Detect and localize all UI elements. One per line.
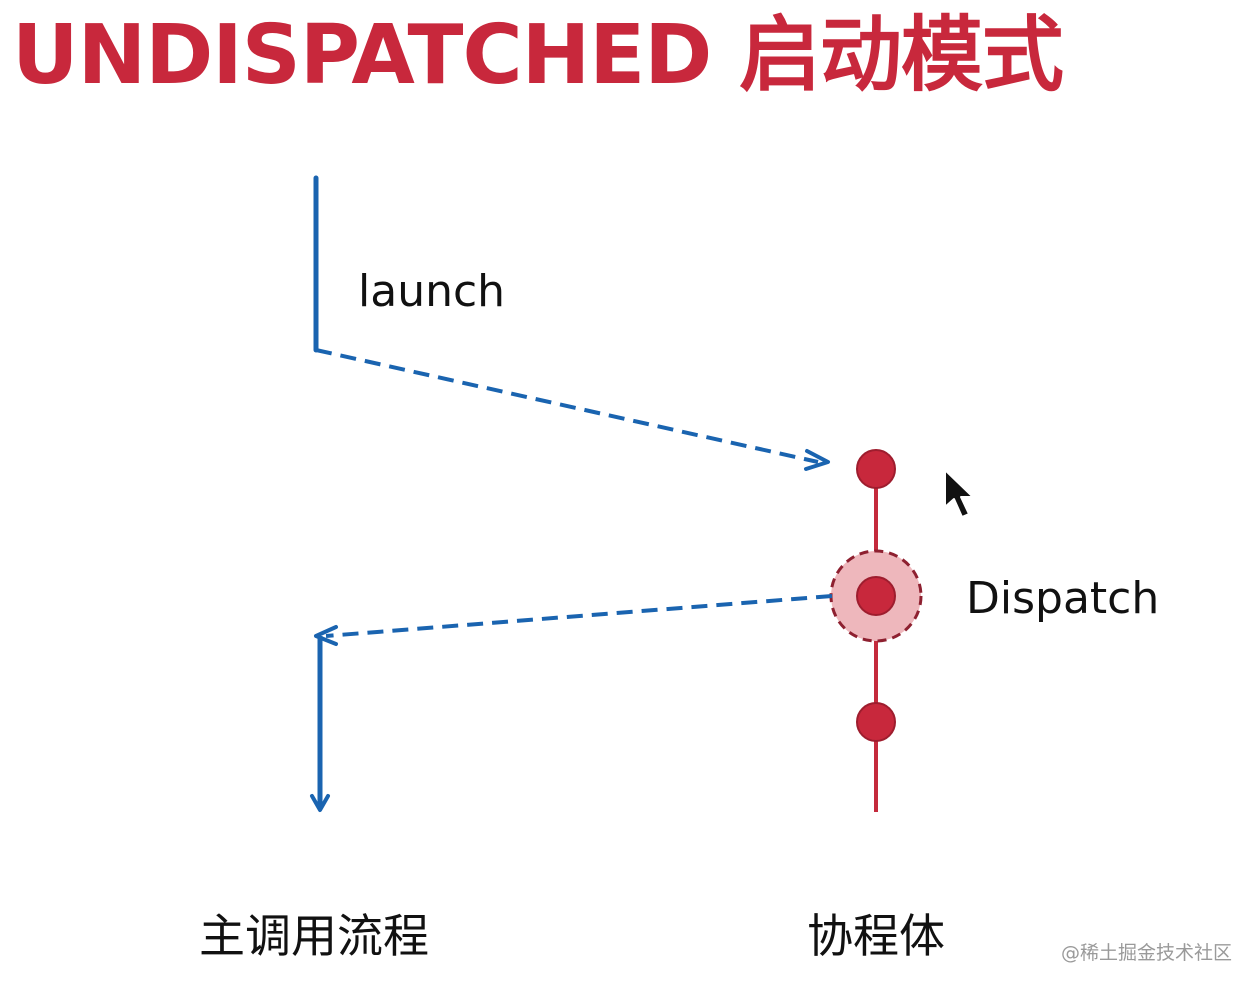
launch-arrow <box>315 348 819 464</box>
main-flow-arrowhead <box>310 794 330 812</box>
main-flow-label: 主调用流程 <box>199 909 429 963</box>
return-arrowhead <box>314 625 338 646</box>
launch-label: launch <box>358 266 505 317</box>
watermark: @稀土掘金技术社区 <box>1061 942 1232 964</box>
mouse-pointer-icon <box>944 469 974 518</box>
coroutine-node-resume <box>856 702 896 742</box>
coroutine-body-label: 协程体 <box>807 909 945 963</box>
launch-arrowhead <box>804 449 830 471</box>
dispatch-label: Dispatch <box>966 573 1159 624</box>
slide-title: UNDISPATCHED 启动模式 <box>12 8 1064 103</box>
return-arrow <box>325 594 833 638</box>
coroutine-node-dispatch <box>856 576 896 616</box>
coroutine-node-start <box>856 449 896 489</box>
